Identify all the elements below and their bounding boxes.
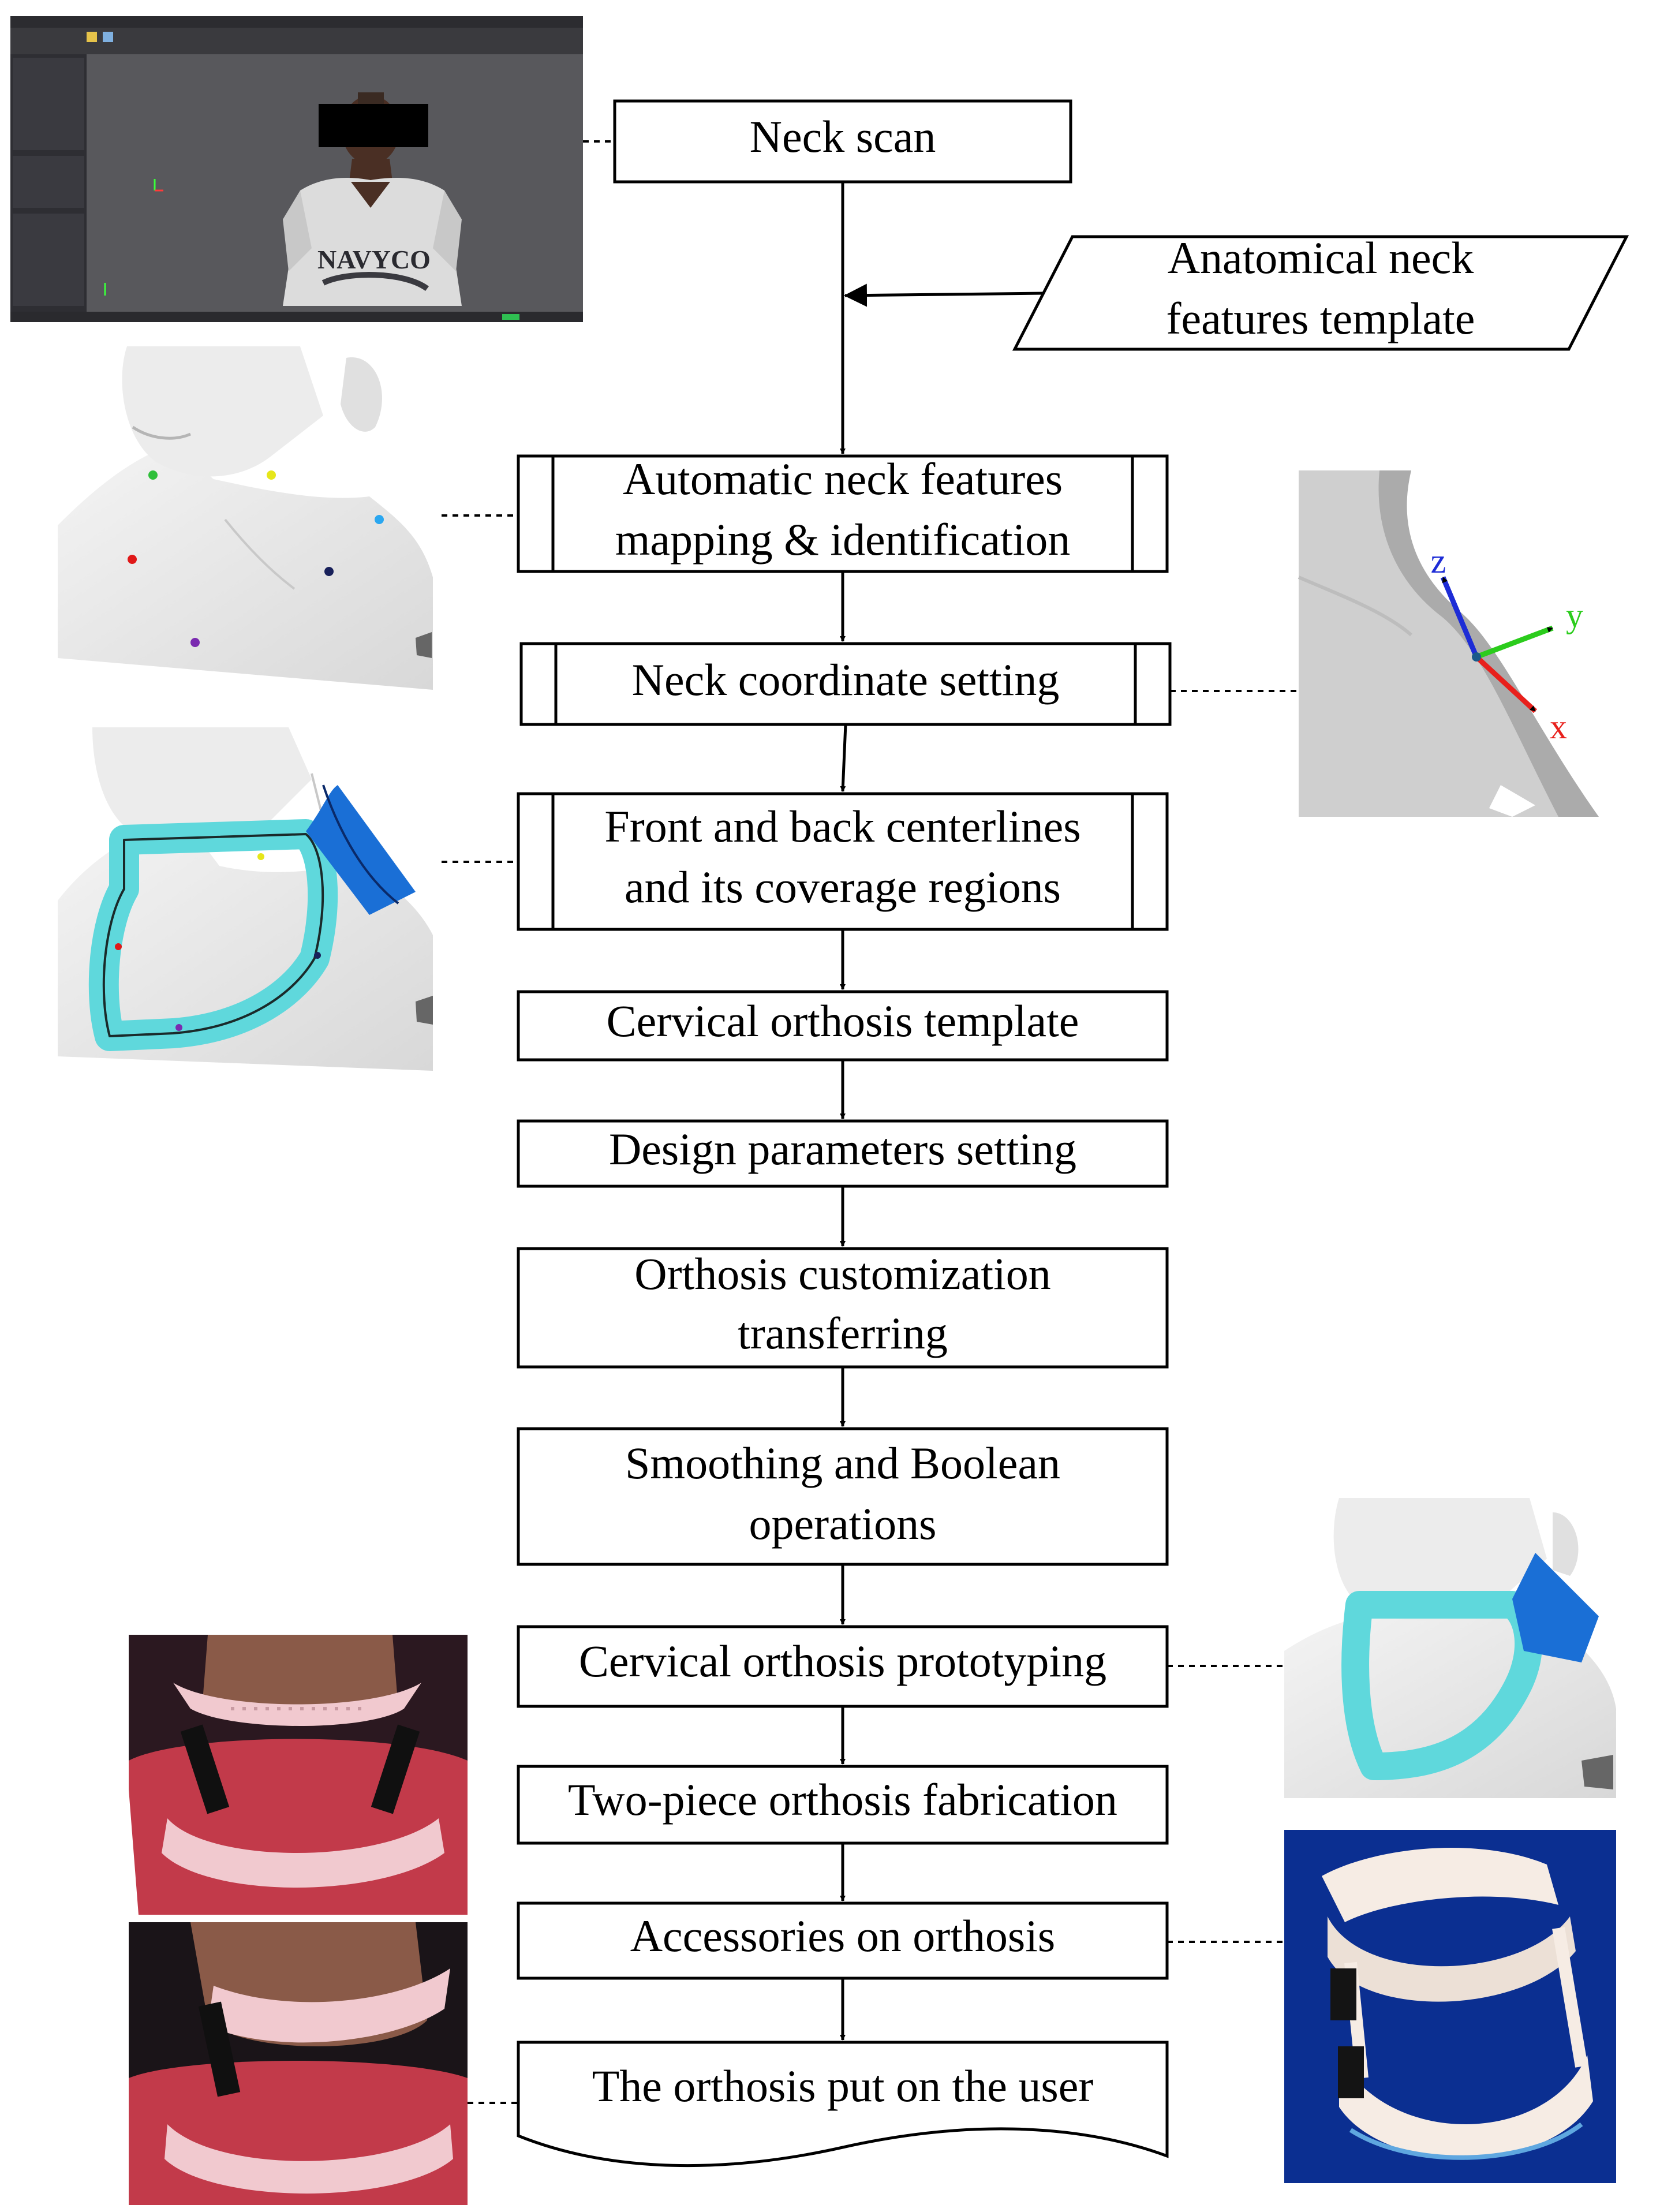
prototype-model-render <box>1284 1498 1616 1798</box>
scan-software-screenshot: NAVYCO <box>10 16 583 322</box>
node-customization-label-2: transferring <box>738 1308 948 1358</box>
y-axis-label: y <box>1566 596 1583 634</box>
neck-feature-points-render <box>58 346 433 690</box>
y-axis-arrow <box>1475 625 1554 660</box>
feature-point-red <box>128 555 137 564</box>
z-axis-arrow <box>1440 576 1479 658</box>
prototype-back-piece <box>1512 1553 1599 1662</box>
image-connectors <box>442 140 1299 2104</box>
strap-right <box>371 1724 420 1814</box>
shirt-print: NAVYCO <box>317 245 431 274</box>
node-put-on-label: The orthosis put on the user <box>592 2061 1094 2111</box>
node-customization: Orthosis customization transferring <box>517 1247 1169 1369</box>
node-put-on: The orthosis put on the user <box>517 2041 1169 2168</box>
node-smoothing-label-1: Smoothing and Boolean <box>625 1438 1060 1488</box>
tool-icon <box>103 32 113 42</box>
strap-accessory-1 <box>1330 1968 1356 2020</box>
feature-point-navy <box>324 567 334 576</box>
node-neck-scan: Neck scan <box>613 99 1072 184</box>
edge-anatomical-template-merge <box>844 283 1044 307</box>
node-orthosis-template: Cervical orthosis template <box>517 990 1169 1062</box>
orthosis-bottom-ring <box>1339 2055 1593 2158</box>
node-anatomical-template-label-2: features template <box>1166 293 1475 343</box>
node-fabrication: Two-piece orthosis fabrication <box>517 1765 1169 1845</box>
node-orthosis-template-label: Cervical orthosis template <box>607 996 1079 1046</box>
node-coordinate-setting-label: Neck coordinate setting <box>632 655 1060 705</box>
feature-point-yellow <box>267 470 276 480</box>
strap-side <box>198 2001 241 2097</box>
node-neck-scan-label: Neck scan <box>750 111 936 162</box>
node-fabrication-label: Two-piece orthosis fabrication <box>568 1774 1117 1825</box>
node-customization-label-1: Orthosis customization <box>634 1249 1050 1299</box>
node-auto-mapping-label-2: mapping & identification <box>615 514 1071 565</box>
node-anatomical-template-label-1: Anatomical neck <box>1168 233 1474 283</box>
orthosis-chin-support <box>173 1683 421 1726</box>
model-ear <box>341 357 382 432</box>
photo-fabricated-orthosis <box>1284 1830 1616 2183</box>
node-design-params-label: Design parameters setting <box>609 1124 1076 1174</box>
node-smoothing-label-2: operations <box>749 1499 937 1549</box>
node-smoothing: Smoothing and Boolean operations <box>517 1427 1169 1566</box>
node-centerlines-label-2: and its coverage regions <box>625 862 1061 912</box>
node-anatomical-template: Anatomical neck features template <box>1012 233 1629 351</box>
software-statusbar <box>10 312 583 322</box>
edge-coordinate-to-centerlines <box>840 724 847 792</box>
shirt-front <box>129 1739 468 1915</box>
node-design-params: Design parameters setting <box>517 1119 1169 1188</box>
node-accessories: Accessories on orthosis <box>517 1901 1169 1980</box>
neck-coordinate-render: z y x <box>1298 470 1599 817</box>
feature-point-purple <box>190 638 200 647</box>
front-centerline <box>102 833 324 1037</box>
face-censor-bar <box>319 104 428 147</box>
flow-edges <box>840 182 1044 2041</box>
feature-point-green <box>148 470 158 480</box>
folder-icon <box>87 32 97 42</box>
software-titlebar <box>10 16 583 28</box>
back-centerline <box>322 784 399 905</box>
back-coverage-region <box>306 785 416 915</box>
orthosis-chin-side <box>208 1968 450 2043</box>
x-axis-arrow <box>1474 655 1538 713</box>
x-axis-label: x <box>1550 708 1567 746</box>
node-coordinate-setting: Neck coordinate setting <box>519 642 1172 726</box>
node-auto-mapping-label-1: Automatic neck features <box>623 454 1063 504</box>
node-prototyping: Cervical orthosis prototyping <box>517 1625 1169 1708</box>
node-centerlines: Front and back centerlines and its cover… <box>517 792 1169 931</box>
model-chin <box>122 346 324 477</box>
orthosis-top-ring <box>1322 1848 1558 1922</box>
centerline-coverage-render <box>58 727 433 1071</box>
node-auto-mapping: Automatic neck features mapping & identi… <box>517 454 1169 573</box>
z-axis-label: z <box>1431 542 1446 580</box>
node-accessories-label: Accessories on orthosis <box>630 1911 1056 1961</box>
photo-orthosis-side <box>129 1922 468 2205</box>
person-shirt <box>283 177 462 306</box>
orthosis-front-base <box>162 1818 444 1888</box>
node-centerlines-label-1: Front and back centerlines <box>604 801 1080 851</box>
strap-left <box>180 1724 230 1814</box>
orthosis-base-side <box>164 2124 453 2194</box>
node-prototyping-label: Cervical orthosis prototyping <box>579 1636 1106 1686</box>
strap-accessory-2 <box>1338 2046 1364 2098</box>
photo-orthosis-front <box>129 1635 468 1915</box>
feature-point-cyan <box>375 515 384 524</box>
